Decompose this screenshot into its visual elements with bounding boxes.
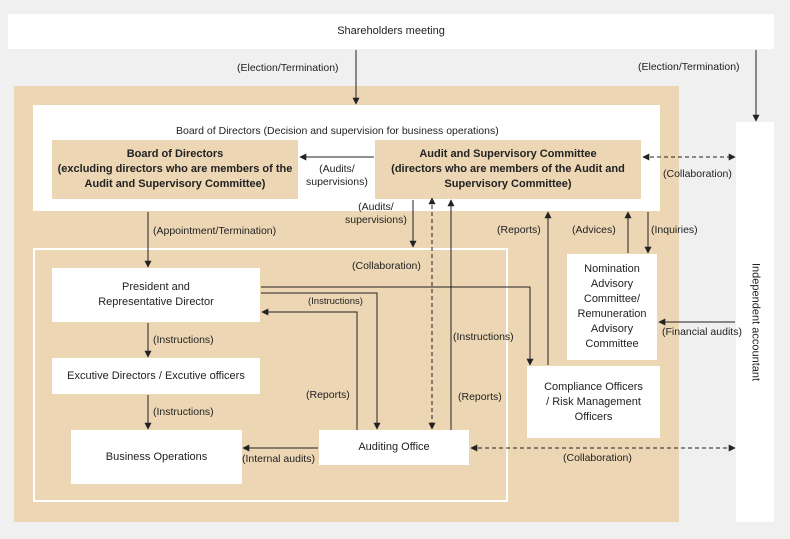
label-audits-supervisions-2: (Audits/ supervisions) bbox=[345, 201, 407, 226]
label-advices: (Advices) bbox=[572, 224, 616, 236]
label-reports-1: (Reports) bbox=[497, 224, 541, 236]
label-reports-3: (Reports) bbox=[458, 391, 502, 403]
label-election-right: (Election/Termination) bbox=[638, 61, 740, 73]
arrow-instructions-compliance bbox=[261, 286, 534, 366]
label-inquiries: (Inquiries) bbox=[651, 224, 698, 236]
independent-accountant-box: Independent accountant bbox=[736, 122, 774, 522]
independent-accountant-label: Independent accountant bbox=[749, 262, 762, 382]
label-instructions-2: (Instructions) bbox=[153, 334, 214, 346]
arrow-instructions-auditing bbox=[261, 292, 381, 430]
auditing-office-box: Auditing Office bbox=[319, 430, 469, 465]
executive-officers-box: Excutive Directors / Excutive officers bbox=[52, 358, 260, 394]
nomination-committee-box: Nomination Advisory Committee/ Remunerat… bbox=[567, 254, 657, 360]
label-instructions-1: (Instructions) bbox=[453, 331, 514, 343]
label-instructions-small: (Instructions) bbox=[308, 296, 363, 307]
label-collab-inner: (Collaboration) bbox=[352, 260, 421, 272]
compliance-officers-box: Compliance Officers / Risk Management Of… bbox=[527, 366, 660, 438]
shareholders-meeting-box: Shareholders meeting bbox=[8, 14, 774, 49]
board-title: Board of Directors (Decision and supervi… bbox=[176, 125, 499, 137]
audit-committee-box: Audit and Supervisory Committee (directo… bbox=[375, 140, 641, 199]
label-election-left: (Election/Termination) bbox=[237, 62, 339, 74]
label-collab-top: (Collaboration) bbox=[663, 168, 732, 180]
arrow-reports-president bbox=[261, 308, 358, 430]
label-reports-2: (Reports) bbox=[306, 389, 350, 401]
board-excluding-audit-box: Board of Directors (excluding directors … bbox=[52, 140, 298, 199]
label-audits-supervisions-1: (Audits/ supervisions) bbox=[306, 163, 368, 188]
label-appointment: (Appointment/Termination) bbox=[153, 225, 277, 237]
label-collab-bottom: (Collaboration) bbox=[563, 452, 632, 464]
executive-area-frame bbox=[33, 248, 508, 502]
president-box: President and Representative Director bbox=[52, 268, 260, 322]
label-financial-audits: (Financial audits) bbox=[662, 326, 742, 338]
business-operations-box: Business Operations bbox=[71, 430, 242, 484]
label-internal-audits: (Internal audits) bbox=[242, 453, 315, 465]
label-instructions-3: (Instructions) bbox=[153, 406, 214, 418]
